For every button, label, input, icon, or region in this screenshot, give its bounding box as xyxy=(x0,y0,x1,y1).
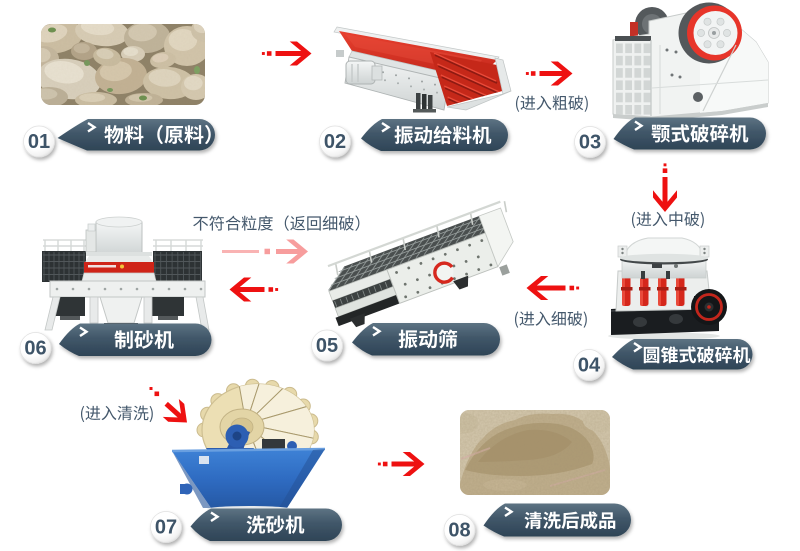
svg-text:07: 07 xyxy=(155,517,177,539)
svg-text:02: 02 xyxy=(324,131,346,153)
svg-text:03: 03 xyxy=(579,132,601,154)
svg-text:05: 05 xyxy=(316,335,338,357)
svg-text:04: 04 xyxy=(578,355,601,377)
svg-text:06: 06 xyxy=(24,338,46,360)
svg-text:08: 08 xyxy=(448,520,470,542)
svg-text:01: 01 xyxy=(28,131,50,153)
